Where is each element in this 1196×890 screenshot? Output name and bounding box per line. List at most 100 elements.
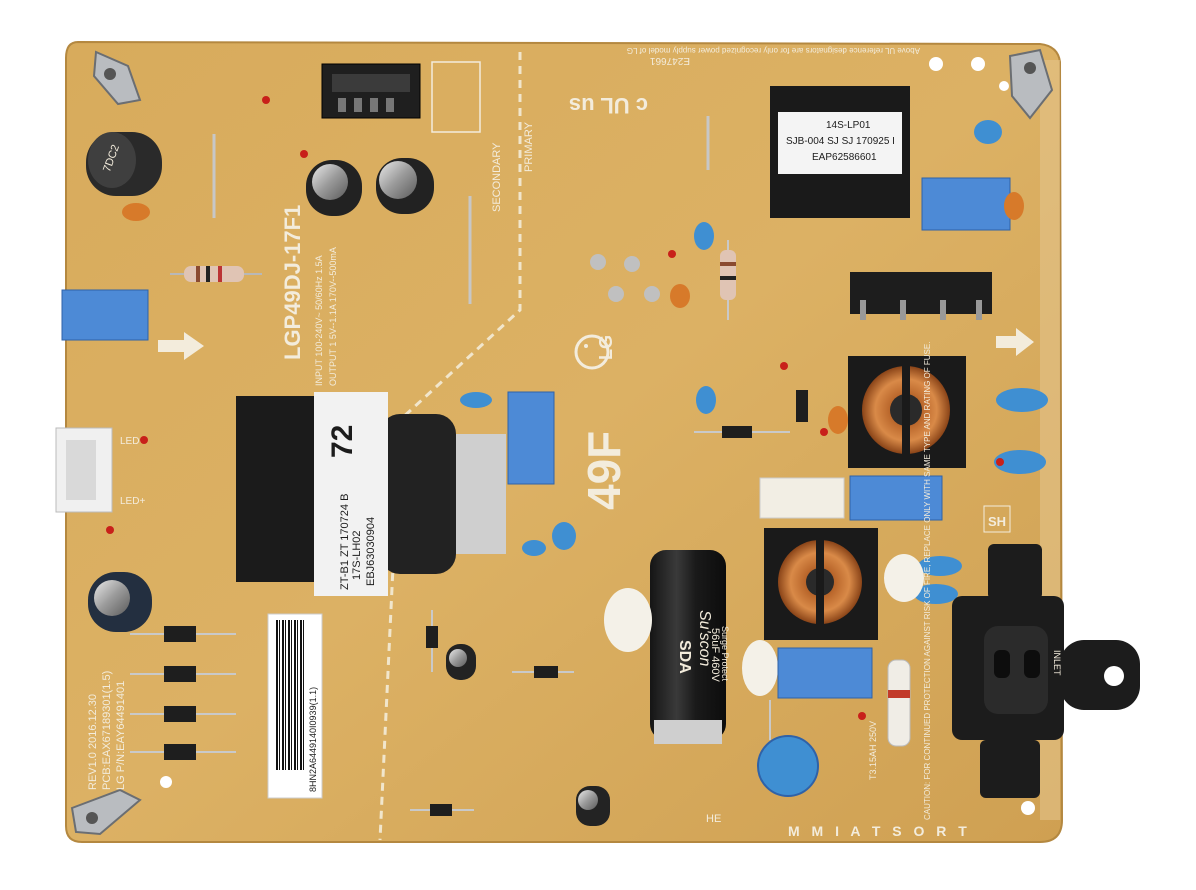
ceramic-cap <box>670 284 690 308</box>
common-mode-choke <box>764 528 878 640</box>
svg-text:17S-LH02: 17S-LH02 <box>351 530 363 580</box>
size-code: 49F <box>578 431 630 510</box>
svg-text:Su'scon: Su'scon <box>696 610 713 667</box>
transistor <box>608 286 624 302</box>
transformer-top: 14S-LP01 SJB-004 SJ SJ 170925 I EAP62586… <box>770 86 910 218</box>
mounting-hole <box>999 81 1009 91</box>
connector-top <box>321 63 421 119</box>
secondary-label: SECONDARY <box>491 142 503 212</box>
svg-text:EBJ63030904: EBJ63030904 <box>365 517 377 586</box>
arrow-marker <box>996 328 1034 356</box>
electrolytic-cap <box>88 572 152 632</box>
input-spec: INPUT 100-240V~ 50/60Hz 1.5A <box>314 255 324 386</box>
ceramic-cap <box>1004 192 1024 220</box>
ceramic-cap <box>828 406 848 434</box>
fuse-rating: T3.15AH 250V <box>868 721 878 780</box>
diode <box>430 804 452 816</box>
mounting-hole <box>1021 801 1035 815</box>
film-capacitor <box>849 475 943 521</box>
electrolytic-cap <box>576 786 610 826</box>
ceramic-cap <box>522 540 546 556</box>
svg-text:72: 72 <box>326 425 359 458</box>
sh-label: SH <box>988 514 1006 529</box>
transistor <box>590 254 606 270</box>
mounting-clip-bottom-left <box>70 788 142 836</box>
svg-text:8HN2A6449140I0939(1.1): 8HN2A6449140I0939(1.1) <box>308 687 318 792</box>
diode <box>796 390 808 422</box>
ceramic-cap <box>696 386 716 414</box>
certification-mark: c UL us <box>569 93 648 118</box>
glue-blob <box>604 588 652 652</box>
red-marker-dot <box>668 250 676 258</box>
bulk-capacitor: Su'scon SDA 56uF 460V Surge Protect <box>650 550 730 744</box>
primary-label: PRIMARY <box>523 121 535 172</box>
film-capacitor <box>777 647 873 699</box>
he-label: HE <box>706 813 721 825</box>
diode <box>534 666 558 678</box>
red-marker-dot <box>780 362 788 370</box>
svg-text:14S-LP01: 14S-LP01 <box>826 120 871 131</box>
silkscreen-box <box>983 505 1011 533</box>
svg-text:EAP62586601: EAP62586601 <box>812 152 877 163</box>
cert-number: E247661 <box>650 55 690 66</box>
transistor <box>644 286 660 302</box>
red-marker-dot <box>300 150 308 158</box>
red-marker-dot <box>858 712 866 720</box>
ceramic-cap <box>552 522 576 550</box>
pcb-number: PCB:EAX67189301(1.5) <box>101 671 113 790</box>
red-marker-dot <box>262 96 270 104</box>
electrolytic-cap <box>376 158 434 214</box>
ceramic-cap <box>996 388 1048 412</box>
varistor <box>757 735 819 797</box>
mounting-hole <box>971 57 985 71</box>
resistor <box>170 266 262 282</box>
led-connector <box>55 427 113 513</box>
model-label: LGP49DJ-17F1 <box>280 205 305 360</box>
red-marker-dot <box>106 526 114 534</box>
svg-text:Surge Protect: Surge Protect <box>720 626 730 682</box>
led-plus-label: LED+ <box>120 496 145 507</box>
ul-note: Above UL reference designators are for o… <box>627 46 920 55</box>
lg-logo <box>574 334 610 370</box>
mounting-hole <box>929 57 943 71</box>
output-spec: OUTPUT 1 5V--1.1A 170V--500mA <box>328 247 338 386</box>
silkscreen-table <box>431 61 481 133</box>
transformer-main: 72 17S-LH02 ZT-B1 ZT 170724 B EBJ6303090… <box>236 392 506 596</box>
svg-text:SDA: SDA <box>676 640 693 674</box>
electrolytic-cap <box>306 160 362 216</box>
glue-blob <box>884 554 924 602</box>
transistor <box>624 256 640 272</box>
svg-text:ZT-B1 ZT 170724 B: ZT-B1 ZT 170724 B <box>339 494 351 590</box>
svg-text:INLET: INLET <box>1052 650 1062 676</box>
red-marker-dot <box>820 428 828 436</box>
ceramic-cap <box>974 120 1002 144</box>
edge-letters: M M I A T S O R T <box>788 823 971 839</box>
lg-part-number: LG P/N:EAY64491401 <box>115 681 127 790</box>
mounting-clip-top-left <box>92 50 142 106</box>
ceramic-cap <box>122 203 150 221</box>
common-mode-choke <box>848 356 966 468</box>
arrow-marker <box>158 332 204 360</box>
diode-array <box>130 626 236 760</box>
lg-text: LG <box>596 335 616 360</box>
ceramic-cap <box>994 450 1046 474</box>
revision-label: REV1.0 2016.12.30 <box>87 694 99 790</box>
film-capacitor <box>507 391 555 485</box>
cement-resistor <box>759 477 845 519</box>
diode <box>722 426 752 438</box>
barcode-label: 8HN2A6449140I0939(1.1) <box>267 613 323 799</box>
mounting-clip-top-right <box>1008 48 1054 120</box>
ceramic-cap <box>694 222 714 250</box>
isolation-boundary <box>378 52 522 841</box>
ceramic-cap <box>460 392 492 408</box>
svg-text:56uF 460V: 56uF 460V <box>709 628 721 682</box>
red-marker-dot <box>140 436 148 444</box>
bridge-rectifier <box>850 272 992 320</box>
ceramic-cap <box>918 556 962 576</box>
ntc-thermistor: 7DC2 <box>86 132 162 196</box>
electrolytic-cap <box>446 644 476 680</box>
ceramic-cap <box>914 584 958 604</box>
diode <box>426 626 438 648</box>
resistor <box>720 240 736 320</box>
